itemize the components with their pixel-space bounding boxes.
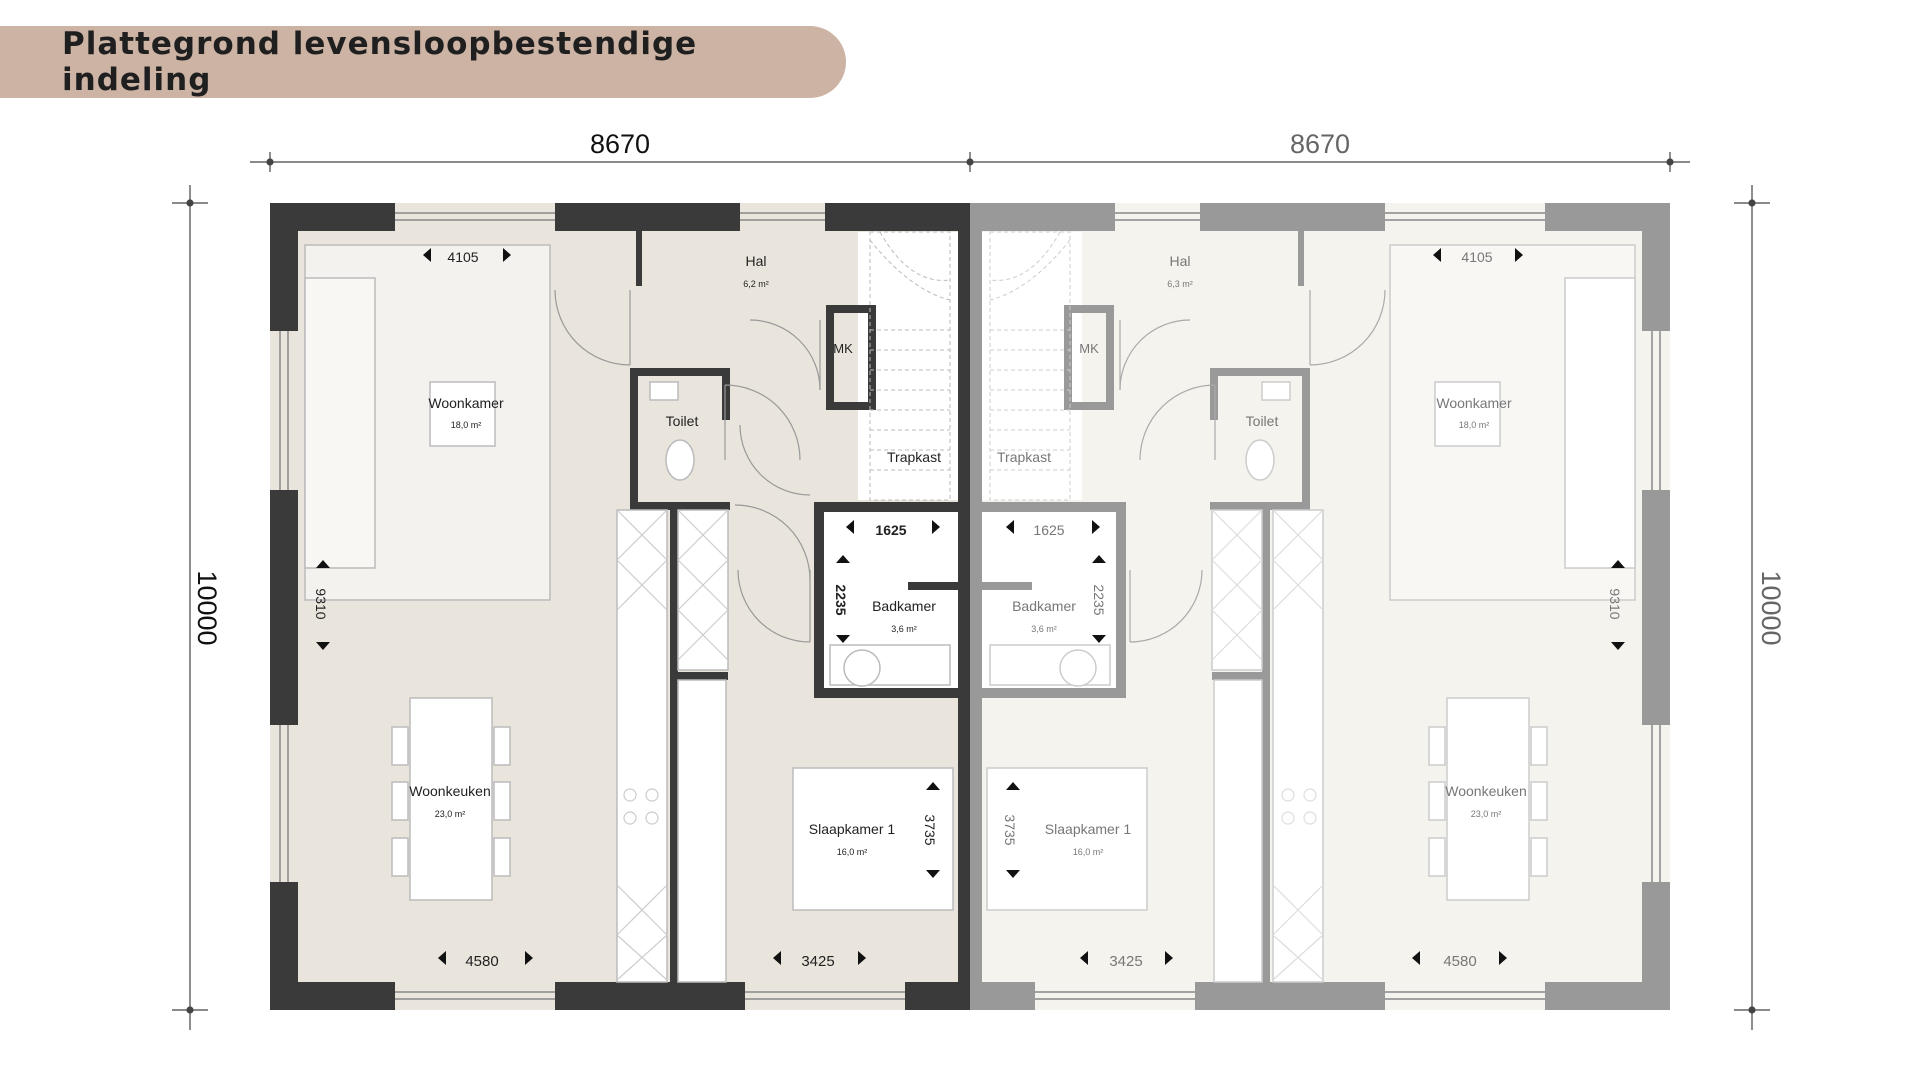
windows bbox=[279, 212, 1661, 1000]
dim-woonkamer-depth-right: 9310 bbox=[1607, 588, 1623, 619]
cabinet-right bbox=[1211, 509, 1263, 671]
toilet-seat-right bbox=[1245, 439, 1275, 481]
dim-depth-left: 10000 bbox=[192, 570, 222, 645]
area-badkamer-left: 3,6 m² bbox=[891, 624, 917, 634]
sofa-side-left bbox=[304, 277, 376, 569]
dim-slaapkamer-right: 3425 bbox=[1109, 953, 1142, 970]
title-banner: Plattegrond levensloopbestendige indelin… bbox=[0, 26, 846, 98]
room-woonkamer-right: Woonkamer bbox=[1436, 395, 1512, 411]
room-trapkast-left: Trapkast bbox=[887, 449, 941, 465]
area-slaapkamer-right: 16,0 m² bbox=[1073, 847, 1104, 857]
dim-woonkeuken-right: 4580 bbox=[1443, 953, 1476, 970]
bed-left bbox=[792, 767, 954, 911]
room-badkamer-left: Badkamer bbox=[872, 598, 936, 614]
coffee-table-left bbox=[429, 381, 496, 447]
dimension-arrows bbox=[316, 248, 1625, 965]
dim-slaapkamer-depth-right: 3735 bbox=[1002, 814, 1018, 845]
dining-table-right bbox=[1446, 697, 1530, 901]
area-woonkeuken-left: 23,0 m² bbox=[435, 809, 466, 819]
room-toilet-left: Toilet bbox=[666, 413, 699, 429]
room-hal-left: Hal bbox=[745, 253, 766, 269]
sofa-side-right bbox=[1564, 277, 1636, 569]
furniture-right bbox=[986, 244, 1636, 983]
shower-drain-right bbox=[1059, 649, 1097, 687]
room-mk-right: MK bbox=[1079, 341, 1099, 356]
dim-depth-right: 10000 bbox=[1756, 570, 1786, 645]
area-hal-left: 6,2 m² bbox=[743, 279, 769, 289]
dim-slaapkamer-left: 3425 bbox=[801, 953, 834, 970]
doors-left bbox=[554, 289, 821, 643]
dim-woonkamer-right: 4105 bbox=[1461, 249, 1492, 265]
furniture-left bbox=[304, 244, 954, 983]
bed-right bbox=[986, 767, 1148, 911]
toilet-bowl-left bbox=[649, 381, 679, 401]
walls-right bbox=[970, 203, 1670, 1010]
area-woonkamer-left: 18,0 m² bbox=[451, 420, 482, 430]
dim-badkamer-depth-left: 2235 bbox=[833, 584, 849, 615]
coffee-table-right bbox=[1434, 381, 1501, 447]
room-trapkast-right: Trapkast bbox=[997, 449, 1051, 465]
cabinet-left bbox=[677, 509, 729, 671]
room-slaapkamer-left: Slaapkamer 1 bbox=[809, 821, 896, 837]
dining-table-left bbox=[409, 697, 493, 901]
toilet-seat-left bbox=[665, 439, 695, 481]
kitchen-details-right bbox=[1211, 509, 1324, 981]
staircase-left bbox=[869, 231, 951, 501]
walls-left bbox=[270, 203, 970, 1010]
dim-badkamer-width-right: 1625 bbox=[1033, 522, 1064, 538]
room-mk-left: MK bbox=[833, 341, 853, 356]
dim-width-left: 8670 bbox=[590, 129, 650, 159]
area-woonkeuken-right: 23,0 m² bbox=[1471, 809, 1502, 819]
toilet-bowl-right bbox=[1261, 381, 1291, 401]
room-woonkeuken-left: Woonkeuken bbox=[409, 783, 490, 799]
staircase-right bbox=[989, 231, 1071, 501]
kitchen-counter-left bbox=[616, 509, 668, 983]
area-hal-right: 6,3 m² bbox=[1167, 279, 1193, 289]
fridge-right bbox=[1213, 679, 1263, 983]
area-badkamer-right: 3,6 m² bbox=[1031, 624, 1057, 634]
dim-woonkamer-depth-left: 9310 bbox=[313, 588, 329, 619]
dimension-lines bbox=[172, 152, 1770, 1030]
dim-width-right: 8670 bbox=[1290, 129, 1350, 159]
room-badkamer-right: Badkamer bbox=[1012, 598, 1076, 614]
room-woonkeuken-right: Woonkeuken bbox=[1445, 783, 1526, 799]
dim-woonkamer-left: 4105 bbox=[447, 249, 478, 265]
kitchen-details-left bbox=[616, 509, 729, 981]
dim-badkamer-depth-right: 2235 bbox=[1091, 584, 1107, 615]
fridge-left bbox=[677, 679, 727, 983]
doors-right bbox=[1119, 289, 1386, 643]
room-toilet-right: Toilet bbox=[1246, 413, 1279, 429]
shower-drain-left bbox=[843, 649, 881, 687]
area-slaapkamer-left: 16,0 m² bbox=[837, 847, 868, 857]
room-woonkamer-left: Woonkamer bbox=[428, 395, 504, 411]
dim-slaapkamer-depth-left: 3735 bbox=[922, 814, 938, 845]
dim-woonkeuken-left: 4580 bbox=[465, 953, 498, 970]
room-slaapkamer-right: Slaapkamer 1 bbox=[1045, 821, 1132, 837]
room-hal-right: Hal bbox=[1169, 253, 1190, 269]
kitchen-counter-right bbox=[1272, 509, 1324, 983]
page-title: Plattegrond levensloopbestendige indelin… bbox=[62, 26, 698, 98]
area-woonkamer-right: 18,0 m² bbox=[1459, 420, 1490, 430]
dim-badkamer-width-left: 1625 bbox=[875, 522, 906, 538]
